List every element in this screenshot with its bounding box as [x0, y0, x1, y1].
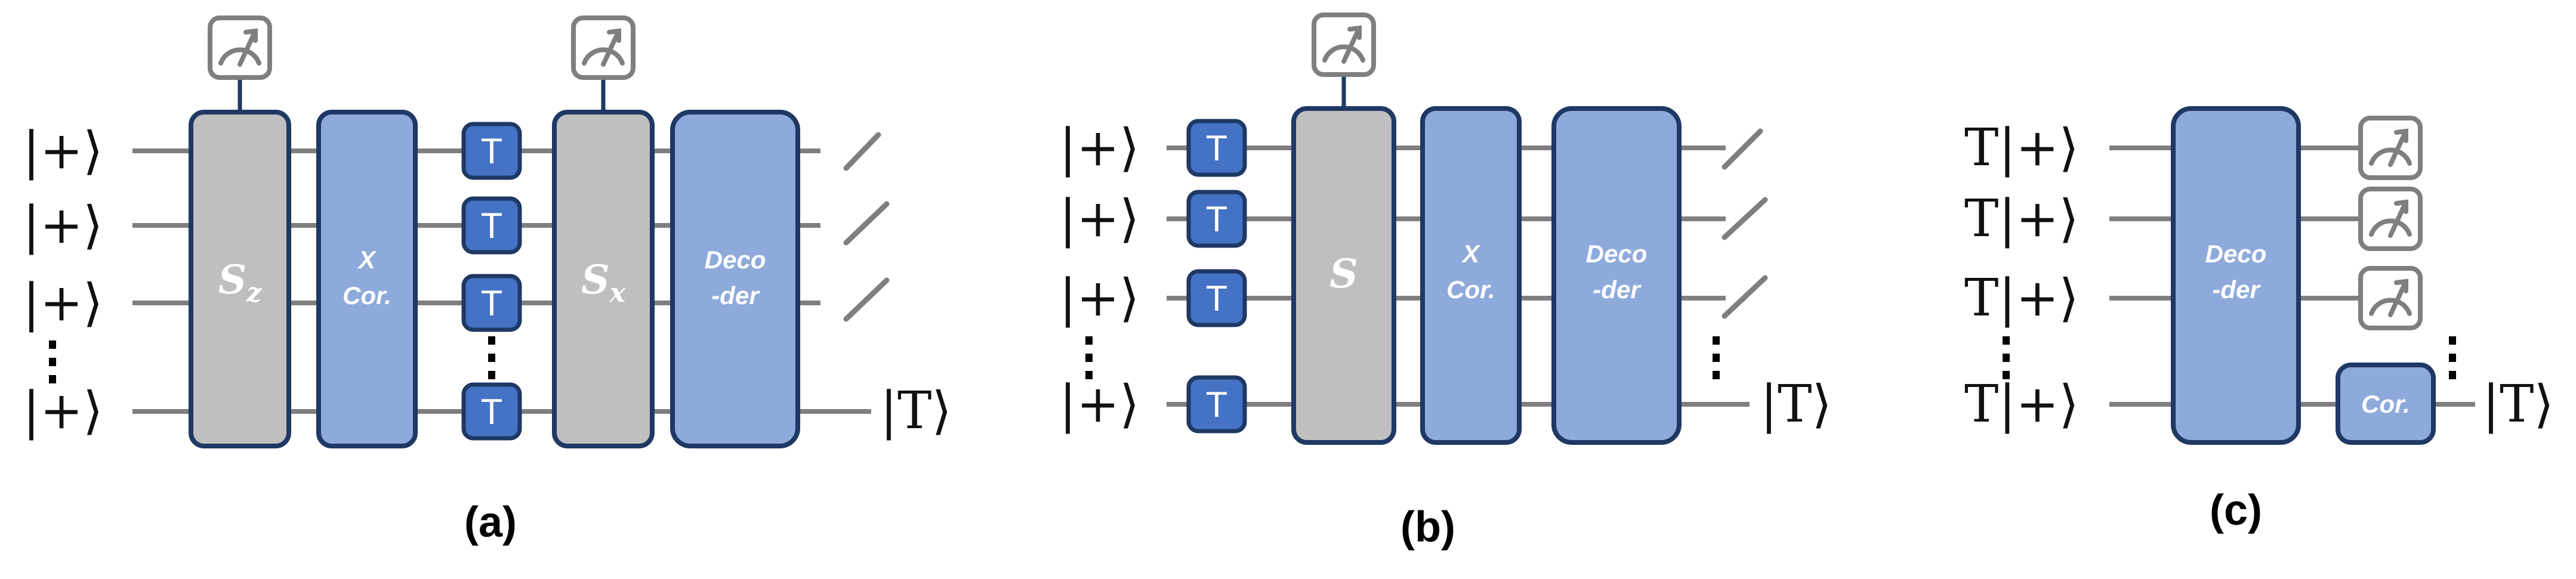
s-gate-label: S	[1329, 250, 1358, 297]
decoder-label-1: Deco	[705, 246, 766, 274]
discard-slash-icon	[843, 132, 881, 171]
discard-slash-icon	[1722, 275, 1768, 319]
t-gate-label: T	[1206, 278, 1228, 318]
input-ket: |+⟩	[1059, 118, 1140, 178]
sx-gate-label: Sx	[581, 256, 626, 308]
panel-b: |+⟩ |+⟩ |+⟩ |+⟩ T T T T S X Cor. Deco -d…	[1059, 15, 1832, 551]
measurement-meter-icon	[1314, 15, 1374, 75]
discard-slash-icon	[1722, 197, 1768, 240]
t-gate	[1186, 269, 1247, 327]
measurement-meter-icon	[2361, 268, 2420, 328]
input-ket: |+⟩	[23, 273, 103, 333]
vertical-ellipsis-icon	[1713, 336, 1720, 379]
input-ket: T|+⟩	[1964, 268, 2079, 328]
decoder-label-1: Deco	[2205, 240, 2267, 268]
panel-caption: (c)	[2210, 487, 2262, 534]
t-gate-label: T	[481, 392, 503, 432]
vertical-ellipsis-icon	[49, 340, 56, 383]
s-stabilizer-gate	[1291, 106, 1396, 445]
measurement-meter-icon	[210, 18, 270, 78]
input-ket: T|+⟩	[1964, 374, 2079, 434]
t-gate	[461, 382, 522, 441]
panel-caption: (a)	[464, 499, 517, 546]
decoder-label-1: Deco	[1586, 240, 1648, 268]
decoder-label-2: -der	[711, 281, 760, 309]
x-correction-gate	[316, 110, 418, 448]
sx-stabilizer-gate	[552, 110, 655, 448]
vertical-ellipsis-icon	[1085, 336, 1093, 379]
input-ket: |+⟩	[23, 196, 103, 255]
x-correction-label-1: X	[357, 246, 377, 274]
vertical-ellipsis-icon	[488, 336, 495, 379]
input-ket: |+⟩	[1059, 268, 1140, 328]
input-ket: T|+⟩	[1964, 189, 2079, 249]
t-gate	[461, 196, 522, 255]
t-gate-label: T	[481, 131, 503, 171]
x-correction-label-2: Cor.	[1446, 275, 1495, 304]
output-ket: |T⟩	[2482, 374, 2554, 434]
t-gate-label: T	[1206, 385, 1228, 425]
input-ket: T|+⟩	[1964, 118, 2079, 178]
correction-label: Cor.	[2361, 390, 2410, 418]
t-gate	[461, 274, 522, 332]
panel-c: T|+⟩ T|+⟩ T|+⟩ T|+⟩ Deco -der Cor. |T⟩ (…	[1964, 106, 2554, 534]
x-correction-gate	[1420, 106, 1522, 445]
input-ket: |+⟩	[23, 121, 103, 181]
t-gate-label: T	[1206, 128, 1228, 168]
discard-slash-icon	[1722, 128, 1763, 170]
measurement-meter-icon	[573, 18, 633, 78]
decoder-gate	[670, 110, 800, 448]
sz-stabilizer-gate	[189, 110, 291, 448]
t-gate-label: T	[481, 283, 503, 323]
vertical-ellipsis-icon	[2449, 336, 2456, 379]
x-correction-label-1: X	[1461, 240, 1481, 268]
decoder-label-2: -der	[2212, 275, 2261, 304]
t-gate	[461, 122, 522, 180]
correction-gate	[2336, 363, 2436, 445]
t-gate-label: T	[1206, 199, 1228, 239]
input-ket: |+⟩	[23, 381, 103, 441]
output-ket: |T⟩	[880, 381, 952, 441]
t-gate	[1186, 375, 1247, 434]
t-gate-label: T	[481, 206, 503, 246]
decoder-gate	[2171, 106, 2301, 445]
decoder-gate	[1551, 106, 1682, 445]
t-gate	[1186, 119, 1247, 177]
measurement-meter-icon	[2361, 118, 2420, 178]
measurement-meter-icon	[2361, 189, 2420, 249]
x-correction-label-2: Cor.	[343, 281, 391, 309]
panel-a: |+⟩ |+⟩ |+⟩ |+⟩ Sz X Cor. T T T T Sx Dec…	[23, 18, 952, 546]
input-ket: |+⟩	[1059, 189, 1140, 249]
input-ket: |+⟩	[1059, 374, 1140, 434]
sz-gate-label: Sz	[218, 256, 263, 308]
t-gate	[1186, 190, 1247, 248]
discard-slash-icon	[843, 277, 890, 322]
decoder-label-2: -der	[1593, 275, 1642, 304]
vertical-ellipsis-icon	[2003, 336, 2010, 379]
discard-slash-icon	[843, 201, 890, 246]
panel-caption: (b)	[1400, 503, 1455, 551]
output-ket: |T⟩	[1760, 374, 1832, 434]
